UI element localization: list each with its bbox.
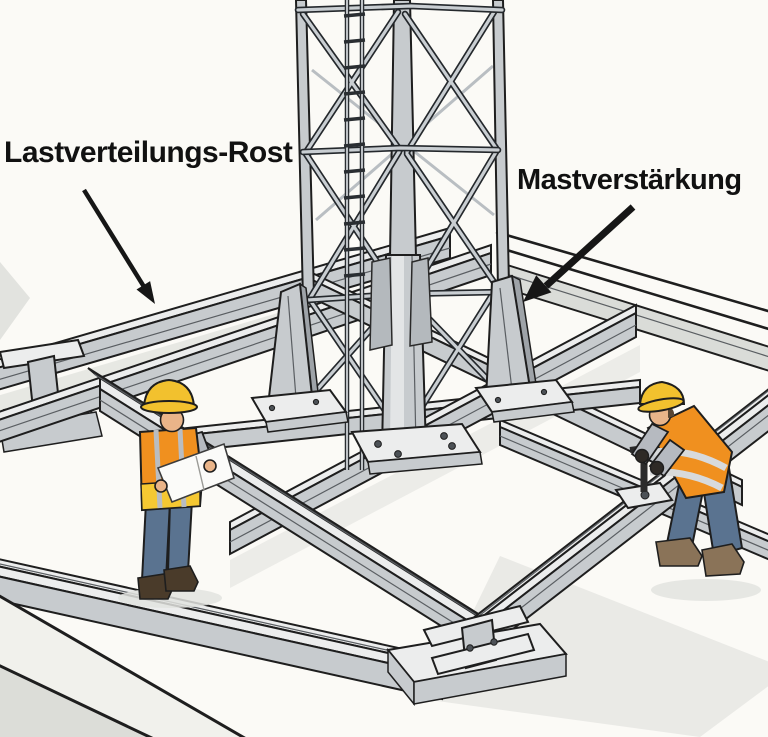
blueprint-plan <box>156 442 235 504</box>
worker-left-boot <box>163 565 199 592</box>
beam-front-left <box>0 558 443 701</box>
worker-left-leg <box>166 498 194 573</box>
arrow-mast-reinforcement <box>543 204 636 289</box>
worker-right-glove <box>634 448 650 464</box>
roof-edge-shade-left <box>0 262 30 340</box>
beam-back-left <box>0 226 451 391</box>
mast-ladder <box>343 0 366 470</box>
annotation-arrows <box>82 188 636 304</box>
mast-legs <box>294 0 511 302</box>
rear-reinforcement-fins <box>369 257 433 351</box>
worker-right <box>630 380 761 601</box>
worker-right-boot <box>701 543 745 577</box>
lattice-mast <box>294 0 511 470</box>
worker-left-hand <box>154 479 168 493</box>
worker-right-glove <box>649 460 665 476</box>
centre-base-plate <box>350 422 483 475</box>
worker-left-leg <box>140 501 172 581</box>
right-fin <box>474 274 575 423</box>
worker-left-hand <box>203 459 217 473</box>
front-corner-pad <box>386 604 568 707</box>
worker-left-helmet <box>142 378 196 407</box>
mast-reinforcement <box>250 274 575 475</box>
worker-left-boot <box>137 573 173 600</box>
worker-right-shadow <box>651 579 761 601</box>
worker-right-boot <box>655 537 703 567</box>
arrow-load-grid <box>82 188 148 292</box>
label-lastverteilungs-rost: Lastverteilungs-Rost <box>4 136 293 169</box>
roof-edge-bottom-left <box>0 594 246 737</box>
left-fin <box>250 282 349 433</box>
label-mastverstaerkung: Mastverstärkung <box>517 164 742 196</box>
worker-left <box>118 378 235 608</box>
mast-bracing <box>294 2 506 432</box>
